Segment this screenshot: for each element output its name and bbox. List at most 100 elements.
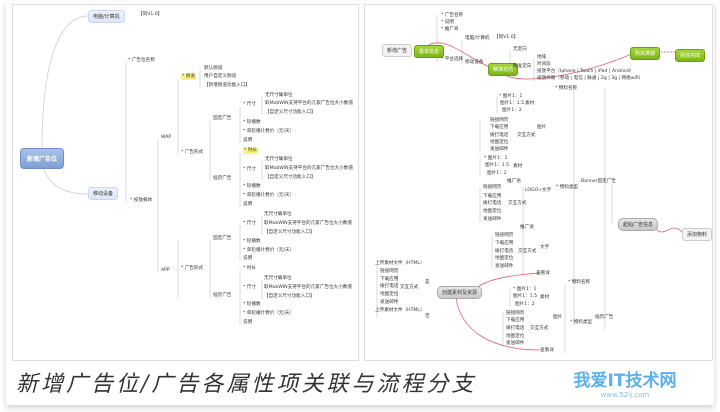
node-interaction: 交互方式 bbox=[530, 326, 549, 331]
node-target-items-1: 时间段 bbox=[537, 62, 551, 67]
node-schedule[interactable]: 购买排期 bbox=[630, 47, 661, 60]
node-add-material[interactable]: 添加物料 bbox=[682, 228, 713, 241]
node-actions-2: 拨打电话 bbox=[380, 284, 399, 289]
node-image: 图片 bbox=[537, 125, 547, 130]
node-actions-3: 地图定位 bbox=[490, 140, 509, 145]
node-size-items-1: 取MobWIN支持平台的几家广告位大小数值 bbox=[265, 166, 353, 171]
node-size-items-1: 取MobWIN支持平台的几家广告位大小数值 bbox=[264, 285, 352, 290]
node-asset: 素材 bbox=[540, 295, 550, 300]
node-wap: WAP bbox=[161, 135, 172, 140]
node-price: * 单轮播计费价（元/天） bbox=[243, 129, 295, 134]
left-mindmap-panel bbox=[12, 4, 359, 361]
node-actions-0: 链接网页 bbox=[506, 311, 525, 316]
node-carrier: * 投放载体 bbox=[130, 198, 153, 203]
node-size-items-2: 【自定义尺寸功能入口】 bbox=[265, 110, 316, 115]
root-node[interactable]: 新增广告位 bbox=[20, 148, 65, 169]
node-ratios-1: 图片1：1.5 bbox=[485, 163, 510, 168]
node-size: * 尺寸 bbox=[243, 221, 256, 226]
watermark-logo: 我爱IT技术网 www.52ij.com bbox=[555, 366, 695, 399]
node-desc: 说明 bbox=[243, 202, 253, 207]
node-image: 图片 bbox=[553, 315, 563, 320]
node-create-asset[interactable]: 创建素材及资源 bbox=[437, 286, 483, 299]
node-actions-4: 发送邮件 bbox=[506, 341, 525, 346]
node-actions-2: 拨打电话 bbox=[495, 249, 514, 254]
node-material-name: * 物料名称 bbox=[568, 280, 591, 285]
node-size-items-2: 【自定义尺寸功能入口】 bbox=[265, 175, 316, 180]
node-actions-2: 拨打电话 bbox=[506, 326, 525, 331]
node-pc[interactable]: 电脑/计算机 bbox=[88, 10, 125, 23]
node-interaction: 交互方式 bbox=[400, 285, 419, 290]
node-actions-0: 链接网页 bbox=[380, 269, 399, 274]
node-rotation: * 轮播数 bbox=[243, 184, 261, 189]
node-targeting[interactable]: 精准定向 bbox=[488, 63, 519, 76]
node-duration: * 时长 bbox=[243, 148, 258, 154]
node-actions-3: 地图定位 bbox=[483, 209, 502, 214]
node-material-type: * 物料类型 bbox=[570, 320, 593, 325]
node-size-items-0: 无尺寸确单位 bbox=[264, 276, 292, 281]
node-actions-1: 下载应用 bbox=[483, 194, 502, 199]
node-size-items-0: 无尺寸确单位 bbox=[264, 212, 292, 217]
node-precise: 精准定向 bbox=[513, 64, 532, 69]
node-actions-3: 地图定位 bbox=[506, 334, 525, 339]
node-size-items-1: 取MobWIN支持平台的几家广告位大小数值 bbox=[264, 221, 352, 226]
node-ratios-0: * 图片1：1 bbox=[484, 156, 508, 161]
node-wap-form: * 广告形式 bbox=[181, 150, 204, 155]
node-size-items-2: 【自定义尺寸功能入口】 bbox=[264, 230, 315, 235]
node-size-items-1: 取MobWIN支持平台的几家广告位大小数值 bbox=[265, 101, 353, 106]
node-price: * 单轮播计费价（元/天） bbox=[243, 311, 295, 316]
node-actions-2: 拨打电话 bbox=[490, 133, 509, 138]
node-size-items-0: 无尺寸确单位 bbox=[265, 93, 293, 98]
node-actions-4: 发送邮件 bbox=[495, 264, 514, 269]
node-ratios-1: 图片1：1.5 bbox=[500, 101, 525, 106]
node-text: 文字 bbox=[540, 245, 550, 250]
node-material-type: * 物料类型 bbox=[556, 185, 579, 190]
node-basic-items-0: * 广告名称 bbox=[441, 13, 464, 18]
node-channel-items-0: 默认频道 bbox=[204, 66, 223, 71]
node-price: * 单轮播计费价（元/天） bbox=[243, 248, 295, 253]
node-duration: * 时长 bbox=[243, 266, 256, 271]
node-rotation: * 轮播数 bbox=[243, 302, 261, 307]
node-interstitial: 插页广告 bbox=[595, 315, 614, 320]
node-actions-4: 发送邮件 bbox=[380, 300, 399, 305]
node-slogan: 推广语 bbox=[507, 179, 521, 184]
node-logo-text: LOGO+文字 bbox=[525, 188, 552, 193]
node-upload-html: 上传素材文件（HTML） bbox=[375, 308, 425, 313]
watermark-url: www.52ij.com bbox=[600, 391, 650, 399]
node-mobile[interactable]: 移动设备 bbox=[88, 187, 119, 200]
node-size: * 尺寸 bbox=[243, 167, 256, 172]
node-ratios-2: 图片1：2 bbox=[502, 108, 522, 113]
node-platform: * 平台选择 bbox=[441, 57, 464, 62]
node-basic-items-1: * 说明 bbox=[441, 20, 454, 25]
node-actions-3: 地图定位 bbox=[495, 256, 514, 261]
node-rotation: * 轮播数 bbox=[243, 239, 261, 244]
node-yes: 是 bbox=[425, 280, 430, 285]
node-no-target: 无定向 bbox=[513, 47, 527, 52]
node-ratios-2: 图片1：2 bbox=[515, 302, 535, 307]
node-interstitial: 插页广告 bbox=[213, 293, 232, 298]
node-ad-info[interactable]: 起始广告信息 bbox=[618, 218, 659, 231]
watermark-name: 我爱IT技术网 bbox=[573, 371, 677, 391]
node-actions-2: 拨打电话 bbox=[483, 201, 502, 206]
node-done[interactable]: 投放完成 bbox=[675, 49, 706, 62]
node-interaction: 交互方式 bbox=[508, 201, 527, 206]
node-desc: 说明 bbox=[243, 138, 253, 143]
node-app: APP bbox=[161, 268, 170, 273]
node-banner: Banner固定广告 bbox=[581, 179, 616, 184]
node-target-items-0: 地域 bbox=[537, 55, 547, 60]
node-desc: 说明 bbox=[243, 320, 253, 325]
node-pc-note: 【同V1.0】 bbox=[138, 12, 163, 17]
node-size: * 尺寸 bbox=[243, 285, 256, 290]
node-ratios-0: * 图片1：1 bbox=[513, 287, 537, 292]
node-upload-html: 上传素材文件（HTML） bbox=[375, 261, 425, 266]
node-basic-items-2: * 推广商 bbox=[441, 27, 459, 32]
node-asset: 素材 bbox=[513, 164, 523, 169]
node-basic-info[interactable]: 基本信息 bbox=[414, 45, 445, 58]
node-ratios-1: 图片1：1.5 bbox=[513, 294, 538, 299]
node-new-ad[interactable]: 新增广告 bbox=[382, 44, 413, 57]
node-actions-0: 链接网页 bbox=[490, 118, 509, 123]
node-view-detail: 查看详 bbox=[540, 348, 554, 353]
node-ratios-0: * 图片1：1 bbox=[499, 94, 523, 99]
node-actions-1: 下载应用 bbox=[490, 125, 509, 130]
node-actions-1: 下载应用 bbox=[506, 318, 525, 323]
node-actions-4: 发送邮件 bbox=[490, 147, 509, 152]
